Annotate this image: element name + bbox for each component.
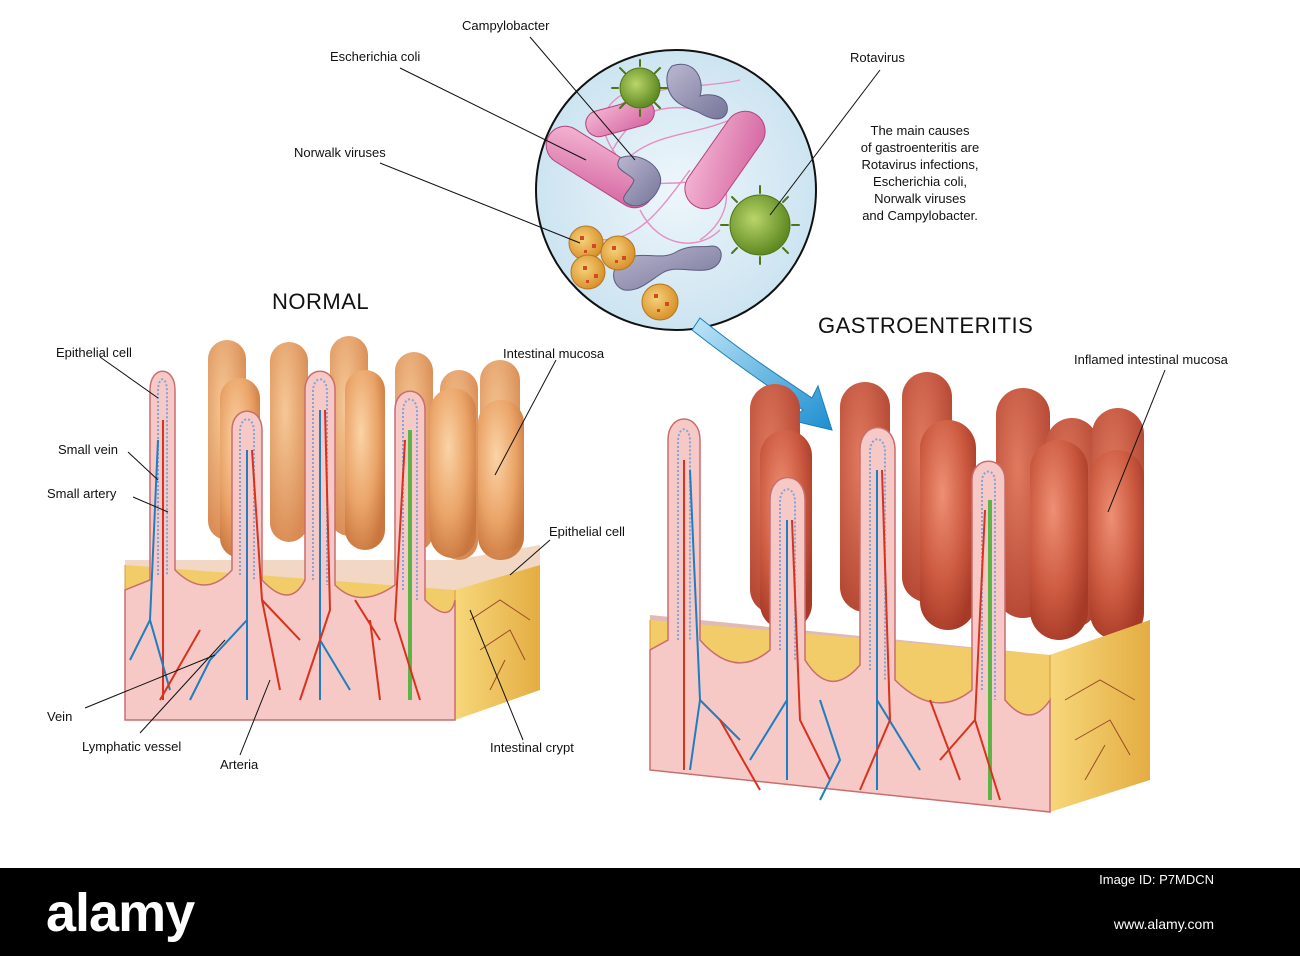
epithelial-cell-label-left: Epithelial cell <box>56 345 132 360</box>
rotavirus-spikes <box>611 59 800 265</box>
image-id: Image ID: P7MDCN <box>1099 872 1214 887</box>
intestinal-mucosa-label: Intestinal mucosa <box>503 346 605 361</box>
campylobacter-bacteria <box>613 63 728 291</box>
inflamed-mucosa-label: Inflamed intestinal mucosa <box>1074 352 1228 367</box>
causes-line: and Campylobacter. <box>862 208 978 223</box>
causes-line: of gastroenteritis are <box>860 140 980 155</box>
rotavirus-particles <box>611 59 800 265</box>
inflamed-intestine-block <box>649 372 1150 813</box>
small-artery-label: Small artery <box>47 486 117 501</box>
escherichia-coli-label: Escherichia coli <box>330 49 421 64</box>
epithelial-cell-label-right: Epithelial cell <box>549 524 625 539</box>
small-vein-label: Small vein <box>58 442 118 457</box>
normal-heading: NORMAL <box>272 289 370 314</box>
normal-vessels <box>129 409 421 701</box>
watermark-footer: alamy Image ID: P7MDCN www.alamy.com <box>0 868 1300 956</box>
brand-url: www.alamy.com <box>1113 916 1214 932</box>
vein-label: Vein <box>47 709 73 724</box>
inflamed-vessels <box>683 460 1001 801</box>
arteria-label: Arteria <box>220 757 259 772</box>
pathogen-pointers <box>379 36 881 244</box>
normal-side-capillaries <box>469 599 531 691</box>
causes-text: The main causes of gastroenteritis are R… <box>820 122 1020 224</box>
norwalk-particles <box>568 225 679 321</box>
gastroenteritis-heading: GASTROENTERITIS <box>818 313 1034 338</box>
causes-line: Norwalk viruses <box>874 191 966 206</box>
lymphatic-vessel-label: Lymphatic vessel <box>82 739 182 754</box>
inflamed-front-section-villi <box>649 418 1051 813</box>
intestinal-crypt-label: Intestinal crypt <box>490 740 574 755</box>
norwalk-viruses-label: Norwalk viruses <box>294 145 386 160</box>
anatomy-pointers <box>84 356 1166 756</box>
causes-line: The main causes <box>870 123 970 138</box>
campylobacter-label: Campylobacter <box>462 18 550 33</box>
normal-intestine-block <box>124 336 540 721</box>
causes-line: Escherichia coli, <box>873 174 967 189</box>
normal-mid-villi <box>220 370 524 560</box>
norwalk-spots <box>580 236 669 312</box>
causes-line: Rotavirus infections, <box>861 157 979 172</box>
pathogen-magnifier <box>535 49 817 331</box>
inflamed-side-capillaries <box>1064 679 1136 781</box>
brand-logo: alamy <box>46 883 195 943</box>
rotavirus-label: Rotavirus <box>850 50 905 65</box>
